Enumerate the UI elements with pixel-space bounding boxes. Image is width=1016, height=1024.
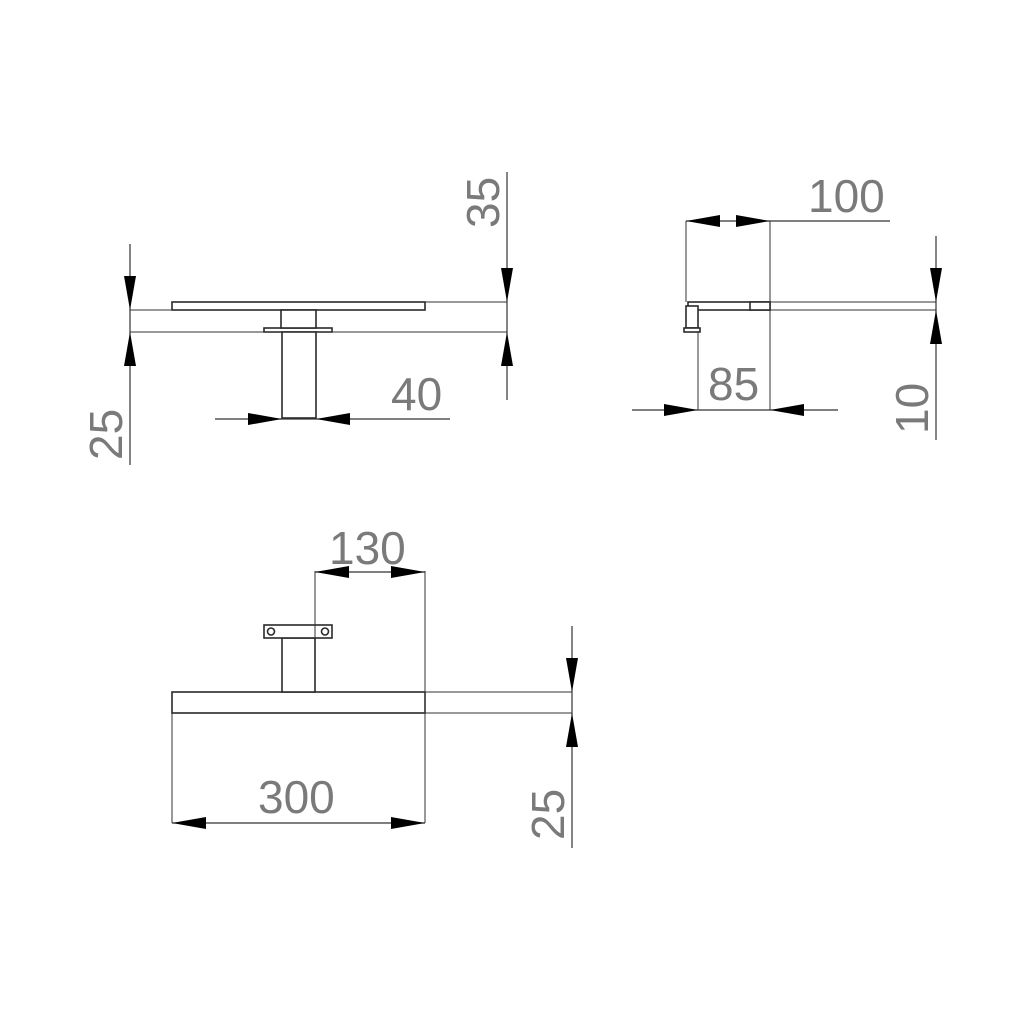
top-view: 25 35 40 — [80, 172, 513, 465]
dim-arrow — [501, 332, 513, 366]
top-view-arm — [281, 331, 317, 419]
top-view-bar — [171, 301, 426, 311]
side-view: 100 85 10 — [632, 170, 942, 440]
dim-label-front-bar-length: 300 — [258, 771, 335, 823]
front-view-mount-hole — [266, 627, 276, 636]
dim-arrow — [316, 413, 350, 425]
dim-arrow — [124, 332, 136, 366]
dim-arrow — [124, 276, 136, 310]
dim-label-side-length: 100 — [808, 170, 885, 222]
front-view: 130 300 25 — [171, 522, 578, 848]
dim-label-front-bar-height: 25 — [522, 789, 574, 840]
dim-arrow — [248, 413, 282, 425]
dim-arrow — [391, 566, 425, 578]
dim-arrow — [664, 404, 698, 416]
dim-label-top-depth: 35 — [457, 177, 509, 228]
dim-arrow — [686, 215, 720, 227]
dim-label-side-mount-offset: 85 — [708, 358, 759, 410]
dim-label-front-arm-offset: 130 — [329, 522, 406, 574]
dim-arrow — [736, 215, 770, 227]
dim-label-top-arm-width: 40 — [391, 368, 442, 420]
dim-arrow — [930, 268, 942, 302]
side-view-bracket-foot — [683, 327, 701, 333]
dim-arrow — [930, 310, 942, 344]
side-view-bracket — [685, 305, 699, 329]
dim-arrow — [315, 566, 349, 578]
dim-arrow — [172, 817, 206, 829]
front-view-bar — [171, 691, 426, 714]
top-view-stem-upper — [280, 309, 317, 329]
front-view-arm — [281, 637, 316, 693]
dim-label-side-thickness: 10 — [886, 383, 938, 434]
front-view-mount-hole — [320, 627, 330, 636]
dim-arrow — [566, 658, 578, 692]
dim-arrow — [770, 404, 804, 416]
dim-arrow — [391, 817, 425, 829]
dim-label-top-bar-height: 25 — [80, 409, 132, 460]
dim-arrow — [566, 713, 578, 747]
dim-arrow — [501, 268, 513, 302]
side-view-bar-end — [749, 301, 771, 311]
